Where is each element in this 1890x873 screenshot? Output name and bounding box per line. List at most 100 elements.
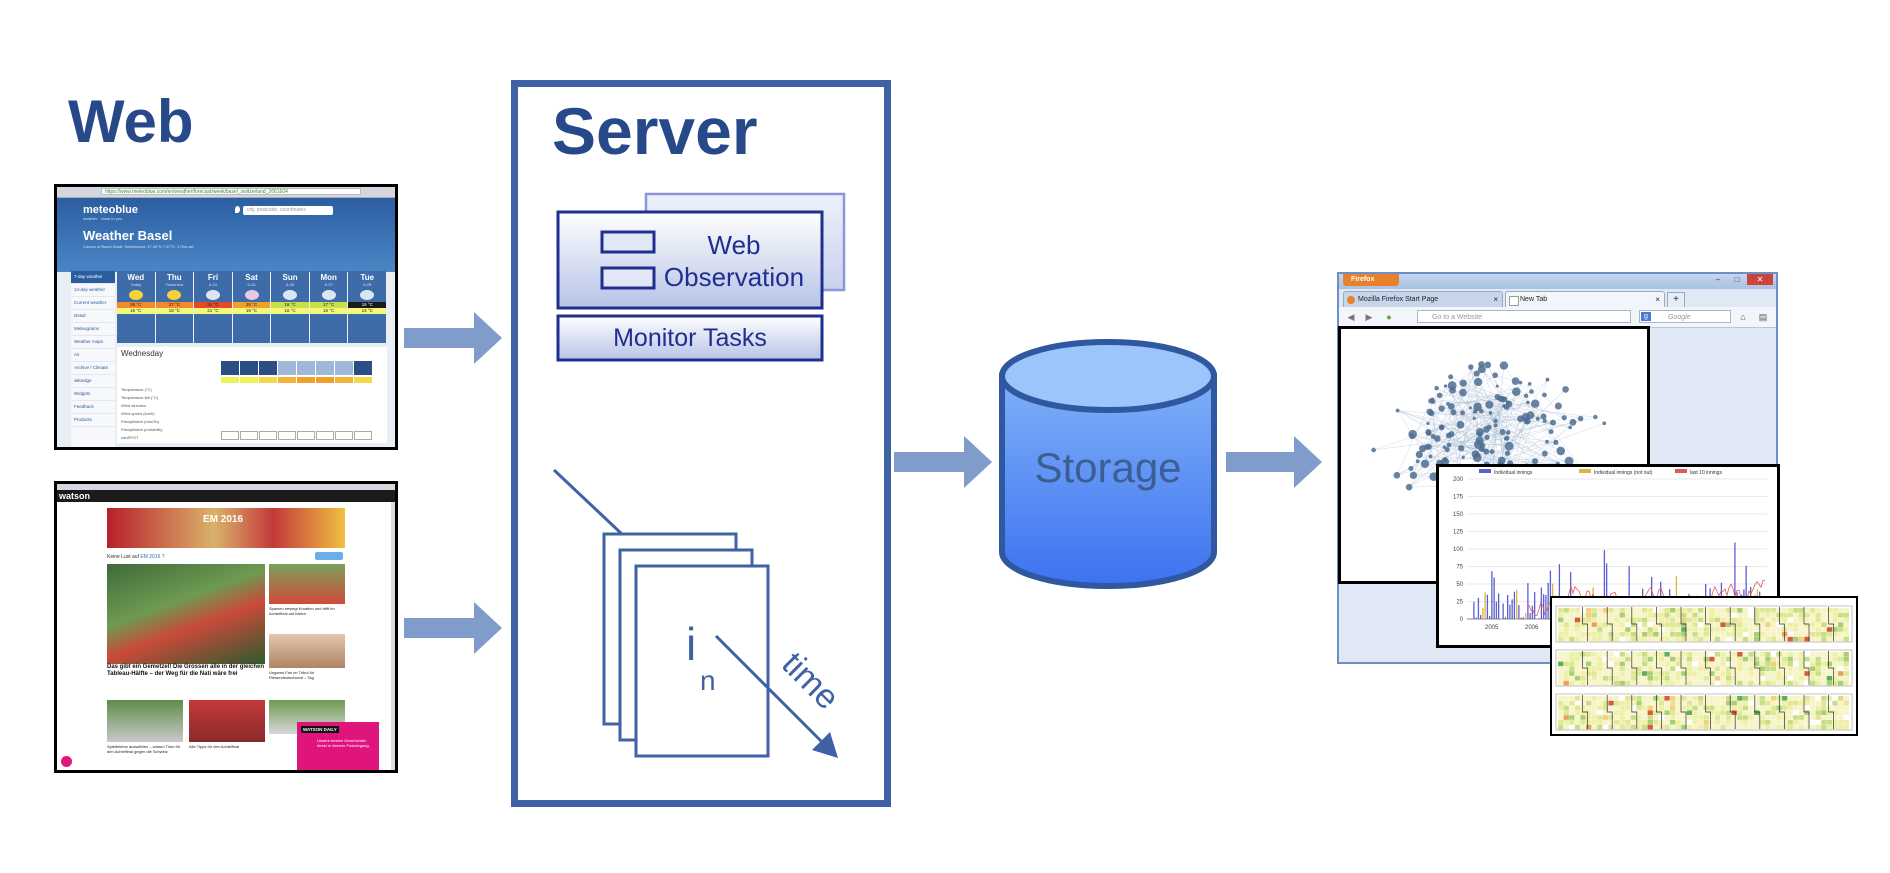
heatmap-cell — [1675, 656, 1681, 662]
heatmap-cell — [1720, 700, 1726, 706]
heatmap-cell — [1692, 652, 1698, 657]
graph-node — [1423, 444, 1430, 450]
heatmap-cell — [1737, 724, 1743, 730]
heatmap-cell — [1821, 724, 1827, 730]
day-name: Sun — [282, 273, 298, 282]
heatmap-cell — [1754, 710, 1760, 715]
heatmap-cell — [1698, 627, 1704, 632]
heatmap-cell — [1653, 696, 1659, 701]
day-name: Fri — [207, 273, 219, 282]
heatmap-cell — [1703, 705, 1709, 711]
heatmap-cell — [1720, 715, 1726, 720]
heatmap-cell — [1759, 680, 1765, 686]
heatmap-cell — [1614, 696, 1620, 701]
heatmap-cell — [1726, 632, 1732, 637]
heatmap-cell — [1798, 622, 1805, 627]
heatmap-cell — [1742, 636, 1749, 642]
heatmap-cell — [1810, 666, 1816, 671]
heatmap-cell — [1647, 608, 1653, 613]
heatmap-cell — [1770, 617, 1777, 623]
heatmap-cell — [1686, 622, 1693, 627]
heatmap-cell — [1686, 666, 1693, 671]
heatmap-cell — [1703, 696, 1709, 701]
thumb-caption-4: Alle Tipps für den Achtelfinal — [189, 744, 240, 749]
heatmap-cell — [1737, 715, 1743, 720]
heatmap-cell — [1815, 710, 1821, 715]
heatmap-cell — [1563, 622, 1569, 627]
heatmap-cell — [1653, 676, 1659, 681]
google-icon: g — [1641, 312, 1651, 321]
heatmap-cell — [1558, 656, 1564, 662]
heatmap-cell — [1698, 656, 1704, 662]
heatmap-cell — [1737, 652, 1743, 657]
heatmap-cell — [1569, 671, 1575, 676]
heatmap-cell — [1563, 720, 1569, 725]
heatmap-cell — [1765, 661, 1771, 667]
graph-edge — [1432, 401, 1510, 405]
heatmap-row-frame — [1555, 649, 1853, 687]
heatmap-cell — [1720, 656, 1726, 662]
heatmap-cell — [1737, 612, 1743, 618]
heatmap-cell — [1647, 671, 1653, 676]
heatmap-cell — [1569, 720, 1575, 725]
max-temp: 18 °C — [271, 302, 309, 308]
heatmap-cell — [1686, 608, 1693, 613]
heatmap-cell — [1574, 710, 1581, 715]
heatmap-cell — [1636, 700, 1642, 706]
heatmap-cell — [1647, 676, 1653, 681]
heatmap-cell — [1815, 632, 1821, 637]
heatmap-cell — [1692, 720, 1698, 725]
heatmap-cell — [1810, 696, 1816, 701]
bar — [1504, 617, 1507, 619]
heatmap-cell — [1664, 710, 1670, 715]
heatmap-cell — [1630, 724, 1637, 730]
month-separator — [1729, 651, 1736, 685]
heatmap-cell — [1586, 676, 1592, 681]
heatmap-cell — [1619, 632, 1625, 637]
heatmap-cell — [1608, 622, 1614, 627]
heatmap-cell — [1703, 612, 1709, 618]
heatmap-cell — [1653, 724, 1659, 730]
heatmap-cell — [1686, 696, 1693, 701]
heatmap-cell — [1770, 636, 1777, 642]
bar — [1489, 615, 1491, 619]
graph-node — [1473, 370, 1480, 377]
heatmap-cell — [1726, 622, 1732, 627]
heatmap-cell — [1714, 636, 1721, 642]
heatmap-cell — [1636, 627, 1642, 632]
bar — [1606, 563, 1608, 619]
heatmap-cell — [1703, 632, 1709, 637]
heatmap-cell — [1759, 636, 1765, 642]
heatmap-cell — [1798, 715, 1805, 720]
heatmap-cell — [1619, 666, 1625, 671]
heatmap-cell — [1692, 617, 1698, 623]
snapshot-page-front — [634, 564, 770, 758]
heatmap-cell — [1586, 700, 1592, 706]
graph-node — [1442, 457, 1448, 462]
heatmap-cell — [1670, 608, 1676, 613]
heatmap-cell — [1675, 671, 1681, 676]
heatmap-cell — [1558, 612, 1564, 618]
heatmap-cell — [1625, 676, 1631, 681]
heatmap-cell — [1698, 666, 1704, 671]
heatmap-cell — [1670, 715, 1676, 720]
heatmap-cell — [1720, 622, 1726, 627]
heatmap-cell — [1574, 612, 1581, 618]
heatmap-cell — [1675, 710, 1681, 715]
heatmap-cell — [1832, 622, 1838, 627]
heatmap-cell — [1580, 720, 1586, 725]
heatmap-cell — [1782, 700, 1788, 706]
heatmap-cell — [1574, 622, 1581, 627]
heatmap-cell — [1591, 710, 1597, 715]
monitor-tasks-label: Monitor Tasks — [613, 324, 767, 352]
heatmap-cell — [1563, 696, 1569, 701]
heatmap-cell — [1703, 627, 1709, 632]
heatmap-cell — [1810, 700, 1816, 706]
heatmap-cell — [1597, 671, 1603, 676]
heatmap-cell — [1558, 720, 1564, 725]
heatmap-cell — [1815, 724, 1821, 730]
heatmap-cell — [1804, 632, 1810, 637]
heatmap-cell — [1602, 715, 1609, 720]
bar — [1495, 601, 1498, 619]
